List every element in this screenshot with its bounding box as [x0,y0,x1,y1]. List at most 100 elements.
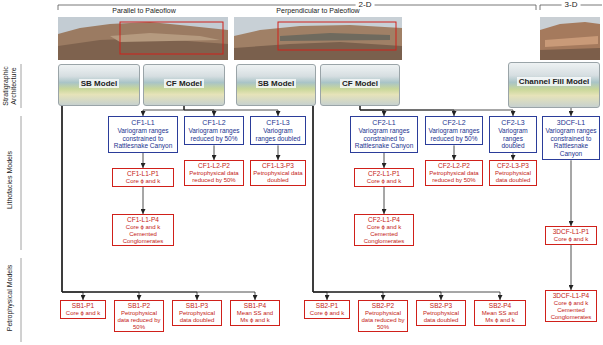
flow-arrow [384,153,385,168]
box-title: SB2-P1 [307,302,347,310]
box-body: Variogram ranges constrained to Rattlesn… [545,127,597,157]
box-title: CF1-L1-P4 [115,216,171,224]
architecture-model-box: SB Model [236,64,316,106]
photo-perpendicular [234,17,402,60]
petrophysical-box: SB2-P4Mean SS and Ms ϕ and k [474,300,526,326]
petrophysical-box: CF2-L1-P4Core ϕ and k Cemented Conglomer… [354,214,414,246]
petrophysical-box: CF2-L1-P1Core ϕ and k [354,168,414,187]
box-body: Variogram ranges doubled [253,127,303,142]
architecture-model-box: CF Model [320,64,400,106]
photo-3d [540,17,600,60]
box-title: CF2-L3-P3 [492,162,534,170]
flow-arrow [62,106,255,300]
box-body: Petrophysical data reduced by 50% [187,170,241,184]
petrophysical-box: CF2-L3-P3Petrophysical data doubled [489,160,537,186]
petrophysical-box: CF1-L1-P4Core ϕ and k Cemented Conglomer… [112,214,174,246]
photo-sky [234,17,402,60]
petrophysical-box: SB1-P4Mean SS and Ms ϕ and k [230,300,280,326]
petrophysical-box: 3DCF-L1-P4Core ϕ and k Cemented Conglome… [545,290,597,322]
flow-arrow [571,108,572,116]
section-rule [21,64,22,342]
flow-arrow [454,145,455,160]
petrophysical-box: 3DCF-L1-P1Core ϕ and k [545,226,597,245]
section-line [21,116,22,250]
flow-arrow [360,106,454,116]
header-label: Parallel to Paleoflow [112,7,175,15]
section-line [21,258,22,342]
architecture-model-box: CF Model [143,64,225,106]
box-title: CF Model [164,79,204,88]
photo-layer [280,33,390,41]
lithofacies-box: CF2-L1Variogram ranges constrained to Ra… [350,116,418,153]
box-body: Petrophysical data doubled [419,310,463,324]
lithofacies-box: CF1-L3Variogram ranges doubled [250,116,306,145]
petrophysical-box: SB2-P3Petrophysical data doubled [416,300,466,326]
flow-arrow [360,106,513,116]
flow-arrow [571,245,572,290]
photo-outline [278,22,396,50]
flow-arrow [62,106,197,300]
photo-cliff [234,25,402,60]
box-title: CF2-L3 [492,119,534,127]
box-title: SB2-P4 [477,302,523,310]
photo-cliff [234,42,402,60]
box-body: Core ϕ and k Cemented Conglomerates [115,224,171,245]
box-title: SB Model [256,79,296,88]
petrophysical-box: SB2-P1Core ϕ and k [304,300,350,319]
lithofacies-box: CF2-L2Variogram ranges reduced by 50% [425,116,483,145]
box-body: Variogram ranges constrained to Rattlesn… [353,127,415,149]
section-line [21,64,22,108]
box-body: Variogram ranges reduced by 50% [187,127,241,142]
box-title: CF1-L1-P1 [115,170,171,178]
box-title: CF1-L2-P2 [187,162,241,170]
section-label: Stratigraphic Architecture [2,61,18,111]
flow-arrow [384,187,385,214]
lithofacies-box: CF1-L2Variogram ranges reduced by 50% [184,116,244,145]
lithofacies-box: 3DCF-L1Variogram ranges constrained to R… [542,116,600,160]
box-body: Petrophysical data reduced by 50% [117,310,161,331]
lithofacies-box: CF2-L3Variogram ranges doubled [489,116,537,153]
petrophysical-box: SB1-P1Core ϕ and k [60,300,106,319]
box-body: Petrophysical data doubled [492,170,534,184]
petrophysical-box: SB2-P2Petrophysical data reduced by 50% [358,300,408,332]
flow-arrow [513,153,514,160]
box-title: SB2-P2 [361,302,405,310]
box-body: Petrophysical data reduced by 50% [361,310,405,331]
box-body: Petrophysical data doubled [175,310,219,324]
flow-arrow [313,106,327,300]
header-label: 3-D [562,0,581,9]
box-title: CF2-L1-P1 [357,170,411,178]
petrophysical-box: CF1-L3-P3Petrophysical data doubled [250,160,306,186]
photo-cliff [540,48,600,60]
lithofacies-box: CF1-L1Variogram ranges constrained to Ra… [108,116,178,153]
box-title: 3DCF-L1 [545,119,597,127]
architecture-model-box: SB Model [58,64,140,106]
box-title: SB2-P3 [419,302,463,310]
box-body: Core ϕ and k [115,178,171,185]
box-body: Core ϕ and k [63,310,103,317]
box-title: CF1-L2 [187,119,241,127]
section-label: Petrophysical Models [6,248,14,345]
flow-arrow [313,106,500,300]
photo-parallel [58,17,228,60]
petrophysical-box: CF2-L2-P2Petrophysical data reduced by 5… [425,160,483,186]
photo-sky [540,17,600,60]
box-title: CF2-L2 [428,119,480,127]
photo-layer [545,36,598,47]
flow-arrow [214,145,215,160]
box-title: CF1-L1 [111,119,175,127]
flow-arrow [62,106,83,300]
section-label: Lithofacies Models [6,130,14,230]
flow-arrow [143,153,144,168]
photo-layer [110,33,220,42]
box-body: Petrophysical data doubled [253,170,303,184]
box-body: Variogram ranges constrained to Rattlesn… [111,127,175,149]
box-title: SB1-P3 [175,302,219,310]
box-body: Petrophysical data reduced by 50% [428,170,480,184]
box-body: Variogram ranges reduced by 50% [428,127,480,142]
box-title: SB Model [79,79,119,88]
flow-arrow [360,106,384,116]
header-label: Perpendicular to Paleoflow [276,7,359,15]
box-title: SB1-P4 [233,302,277,310]
flow-arrow [184,106,214,116]
